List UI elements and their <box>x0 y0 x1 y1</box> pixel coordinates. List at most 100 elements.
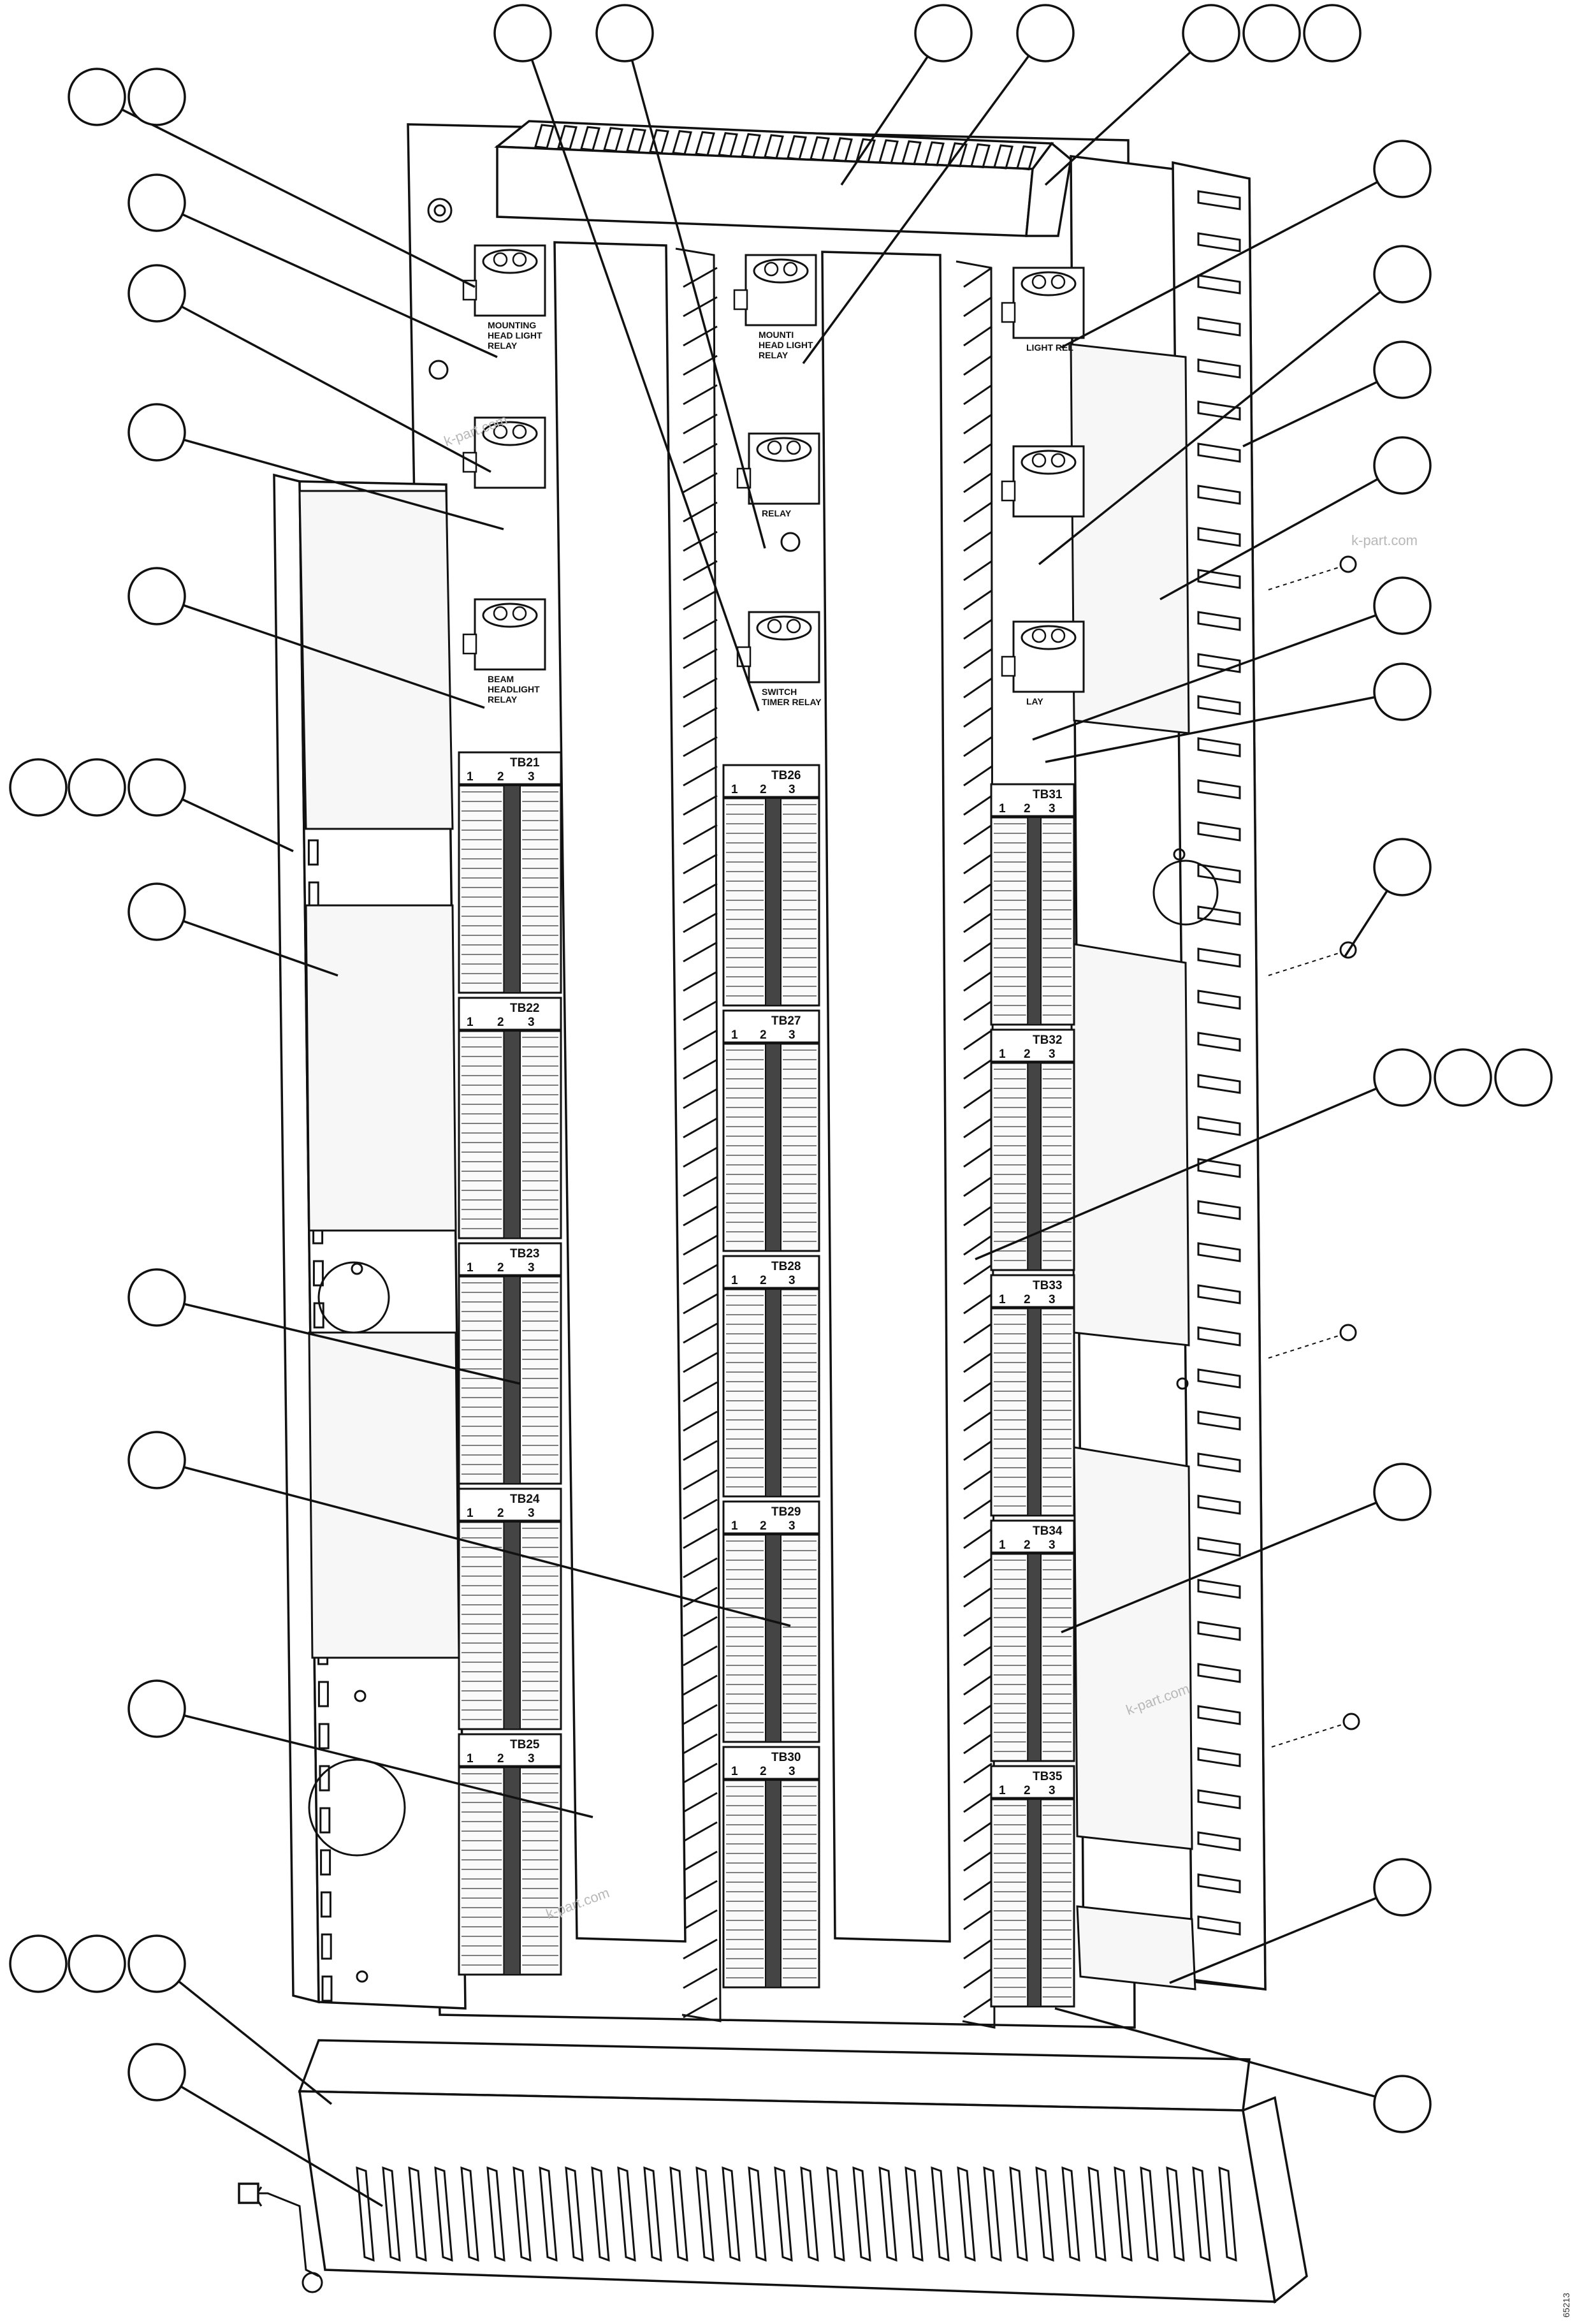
divider-hatch-line <box>963 1938 992 1960</box>
callout-circle <box>127 758 186 817</box>
divider-hatch-line <box>963 882 992 904</box>
callout-circle <box>1182 4 1240 62</box>
terminal-block-plate <box>458 1242 562 1276</box>
duct-slot <box>748 2166 767 2262</box>
divider-hatch-line <box>683 1821 718 1843</box>
duct-slot <box>1197 190 1241 210</box>
divider-hatch-line <box>683 1674 718 1696</box>
duct-slot <box>1197 863 1241 884</box>
terminal-block-plate <box>458 997 562 1031</box>
terminal-number: 1 <box>467 1261 474 1275</box>
cover-strips <box>553 241 951 1943</box>
terminal-number: 1 <box>999 1784 1006 1797</box>
terminal-number: 1 <box>999 1048 1006 1061</box>
duct-slot <box>1197 1158 1241 1178</box>
terminal-number: 2 <box>760 1519 767 1533</box>
relay-terminal <box>512 252 527 267</box>
divider-hatch-line <box>963 618 992 640</box>
relay-cap <box>1021 449 1077 475</box>
terminal-rail <box>1027 1062 1042 1271</box>
divider-hatch-line <box>683 1586 718 1608</box>
callout-circle <box>127 1431 186 1489</box>
terminal-number: 1 <box>999 1538 1006 1552</box>
terminal-block-label: TB22 <box>510 1002 539 1015</box>
callout-leader <box>184 1466 791 1627</box>
divider-hatch-line <box>963 1909 992 1931</box>
duct-slot <box>1114 2166 1133 2262</box>
relay-cap <box>1021 625 1077 650</box>
terminal-rail <box>503 1030 521 1239</box>
callout-circle <box>1373 838 1432 896</box>
divider-hatch-line <box>683 882 718 904</box>
divider-hatch-line <box>683 1792 718 1813</box>
terminal-number: 2 <box>1024 1784 1031 1797</box>
divider-hatch-line <box>683 325 718 347</box>
relay-clip <box>1001 302 1016 323</box>
relay-label: RELAY <box>759 350 788 360</box>
divider-hatch-line <box>683 1645 718 1667</box>
divider-hatch-line <box>963 1704 992 1725</box>
duct-slot <box>321 1975 333 2002</box>
terminal-number: 3 <box>528 1261 535 1275</box>
relay-cap <box>756 437 812 462</box>
duct-slot <box>901 140 922 166</box>
callout-circle <box>68 68 126 126</box>
terminal-block-label: TB31 <box>1033 788 1063 801</box>
callout-leader <box>1242 381 1378 448</box>
relay-terminal <box>786 440 801 455</box>
divider-hatch-line <box>683 560 718 581</box>
duct-slot <box>1197 1032 1241 1052</box>
divider-hatch-line <box>683 384 718 406</box>
divider-hatch-line <box>963 1762 992 1784</box>
terminal-number: 1 <box>467 1507 474 1520</box>
duct-slot <box>626 128 646 154</box>
terminal-number: 3 <box>1049 1784 1056 1797</box>
terminal-block-label: TB26 <box>771 769 801 782</box>
terminal-block-plate <box>722 1009 820 1044</box>
callout-circle <box>68 1934 126 1993</box>
terminal-number: 3 <box>528 1507 535 1520</box>
callout-leader <box>1038 291 1381 566</box>
terminal-rail <box>503 785 521 993</box>
callout-circle <box>1373 2075 1432 2133</box>
terminal-number: 2 <box>1024 1048 1031 1061</box>
relay-terminal <box>764 261 779 277</box>
duct-slot <box>1197 695 1241 715</box>
duct-slot <box>1197 232 1241 252</box>
duct-slot <box>1197 1537 1241 1557</box>
duct-slot <box>787 135 807 161</box>
divider-hatch-line <box>963 677 992 699</box>
relay-terminal <box>1031 628 1047 643</box>
callout-leader <box>530 59 760 712</box>
relay-label: TIMER RELAY <box>762 697 822 707</box>
relay-cap <box>1021 271 1077 296</box>
terminal-rail <box>1027 1799 1042 2007</box>
divider-hatch-line <box>963 413 992 435</box>
duct-slot <box>1218 2166 1237 2262</box>
divider-hatch-line <box>963 1176 992 1197</box>
divider-hatch-line <box>683 1117 718 1139</box>
duct-slot <box>672 129 692 156</box>
relay-label: HEAD LIGHT <box>488 330 542 340</box>
terminal-block-plate <box>458 1733 562 1767</box>
relay-cap <box>756 615 812 641</box>
relay-clip <box>1001 480 1016 502</box>
divider-hatch-line <box>683 765 718 787</box>
terminal-number: 1 <box>467 1752 474 1765</box>
terminal-block-label: TB30 <box>771 1751 801 1764</box>
callout-leader <box>802 55 1030 365</box>
callout-leader <box>183 604 485 709</box>
duct-slot <box>774 2166 793 2262</box>
terminal-number: 2 <box>760 783 767 796</box>
duct-slot <box>905 2166 924 2262</box>
callout-circle <box>1373 436 1432 495</box>
divider-hatch-line <box>963 1293 992 1315</box>
duct-slot <box>695 131 715 156</box>
duct-slot <box>695 2166 715 2262</box>
divider-hatch-line <box>683 1058 718 1080</box>
divider-hatch-line <box>963 794 992 816</box>
divider-hatch-line <box>683 1850 718 1872</box>
callout-leader <box>1344 890 1388 957</box>
terminal-block-plate <box>458 1487 562 1522</box>
